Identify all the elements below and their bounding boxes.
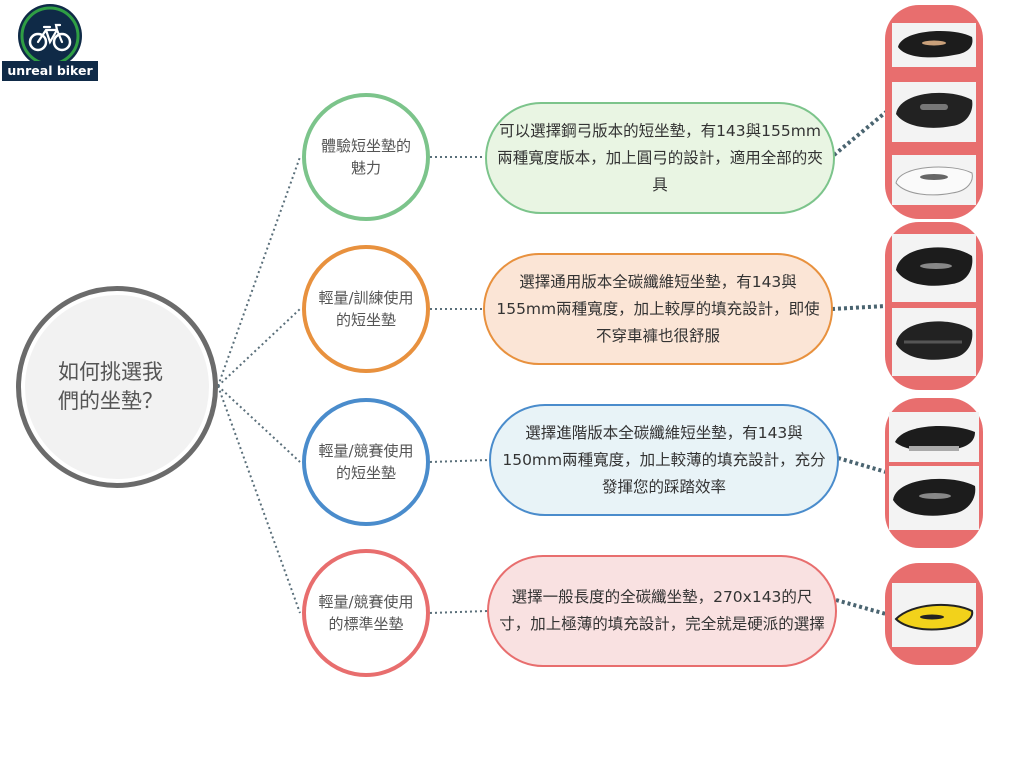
description-text: 選擇進階版本全碳纖維短坐墊，有143與150mm兩種寬度，加上較薄的填充設計，充… xyxy=(502,423,826,496)
photo-connector xyxy=(832,110,888,157)
photo-connector xyxy=(835,598,887,616)
description-pill: 可以選擇鋼弓版本的短坐墊，有143與155mm兩種寬度版本，加上圓弓的設計，適用… xyxy=(485,102,835,214)
description-pill: 選擇一般長度的全碳纖坐墊，270x143的尺寸，加上極薄的填充設計，完全就是硬派… xyxy=(487,555,837,667)
category-node-racing-standard-saddle: 輕量/競賽使用的標準坐墊 xyxy=(302,549,430,677)
description-text: 可以選擇鋼弓版本的短坐墊，有143與155mm兩種寬度版本，加上圓弓的設計，適用… xyxy=(497,121,823,194)
root-connector xyxy=(217,385,301,463)
description-pill: 選擇進階版本全碳纖維短坐墊，有143與150mm兩種寬度，加上較薄的填充設計，充… xyxy=(489,404,839,516)
saddle-photo xyxy=(889,412,979,462)
description-text: 選擇通用版本全碳纖維短坐墊，有143與155mm兩種寬度，加上較厚的填充設計，即… xyxy=(496,272,820,345)
photo-panel xyxy=(885,398,983,548)
category-node-training-short-saddle: 輕量/訓練使用的短坐墊 xyxy=(302,245,430,373)
description-text: 選擇一般長度的全碳纖坐墊，270x143的尺寸，加上極薄的填充設計，完全就是硬派… xyxy=(499,588,825,633)
root-connector xyxy=(217,385,301,614)
saddle-photo xyxy=(892,23,976,67)
root-label: 如何挑選我們的坐墊？ xyxy=(58,360,163,413)
saddle-photo xyxy=(892,308,976,376)
photo-panel xyxy=(885,5,983,219)
root-connector xyxy=(217,156,301,387)
photo-connector xyxy=(831,304,887,311)
saddle-photo xyxy=(892,155,976,205)
category-node-short-saddle-experience: 體驗短坐墊的魅力 xyxy=(302,93,430,221)
root-connector xyxy=(217,308,301,387)
photo-panel xyxy=(885,222,983,390)
saddle-photo xyxy=(889,466,979,530)
description-pill: 選擇通用版本全碳纖維短坐墊，有143與155mm兩種寬度，加上較厚的填充設計，即… xyxy=(483,253,833,365)
brand-name: unreal biker xyxy=(2,61,98,81)
root-node: 如何挑選我們的坐墊？ xyxy=(16,286,218,488)
photo-panel xyxy=(885,563,983,665)
category-label: 體驗短坐墊的魅力 xyxy=(320,137,411,177)
photo-connector xyxy=(837,456,887,474)
category-label: 輕量/訓練使用的短坐墊 xyxy=(318,289,414,329)
saddle-photo xyxy=(892,583,976,647)
category-node-racing-short-saddle: 輕量/競賽使用的短坐墊 xyxy=(302,398,430,526)
saddle-photo xyxy=(892,234,976,302)
saddle-photo xyxy=(892,82,976,142)
category-label: 輕量/競賽使用的標準坐墊 xyxy=(318,593,414,633)
bicycle-icon xyxy=(18,4,82,68)
brand-logo: unreal biker xyxy=(0,0,100,84)
pill-connector xyxy=(429,459,490,463)
category-label: 輕量/競賽使用的短坐墊 xyxy=(318,442,414,482)
pill-connector xyxy=(429,610,488,614)
